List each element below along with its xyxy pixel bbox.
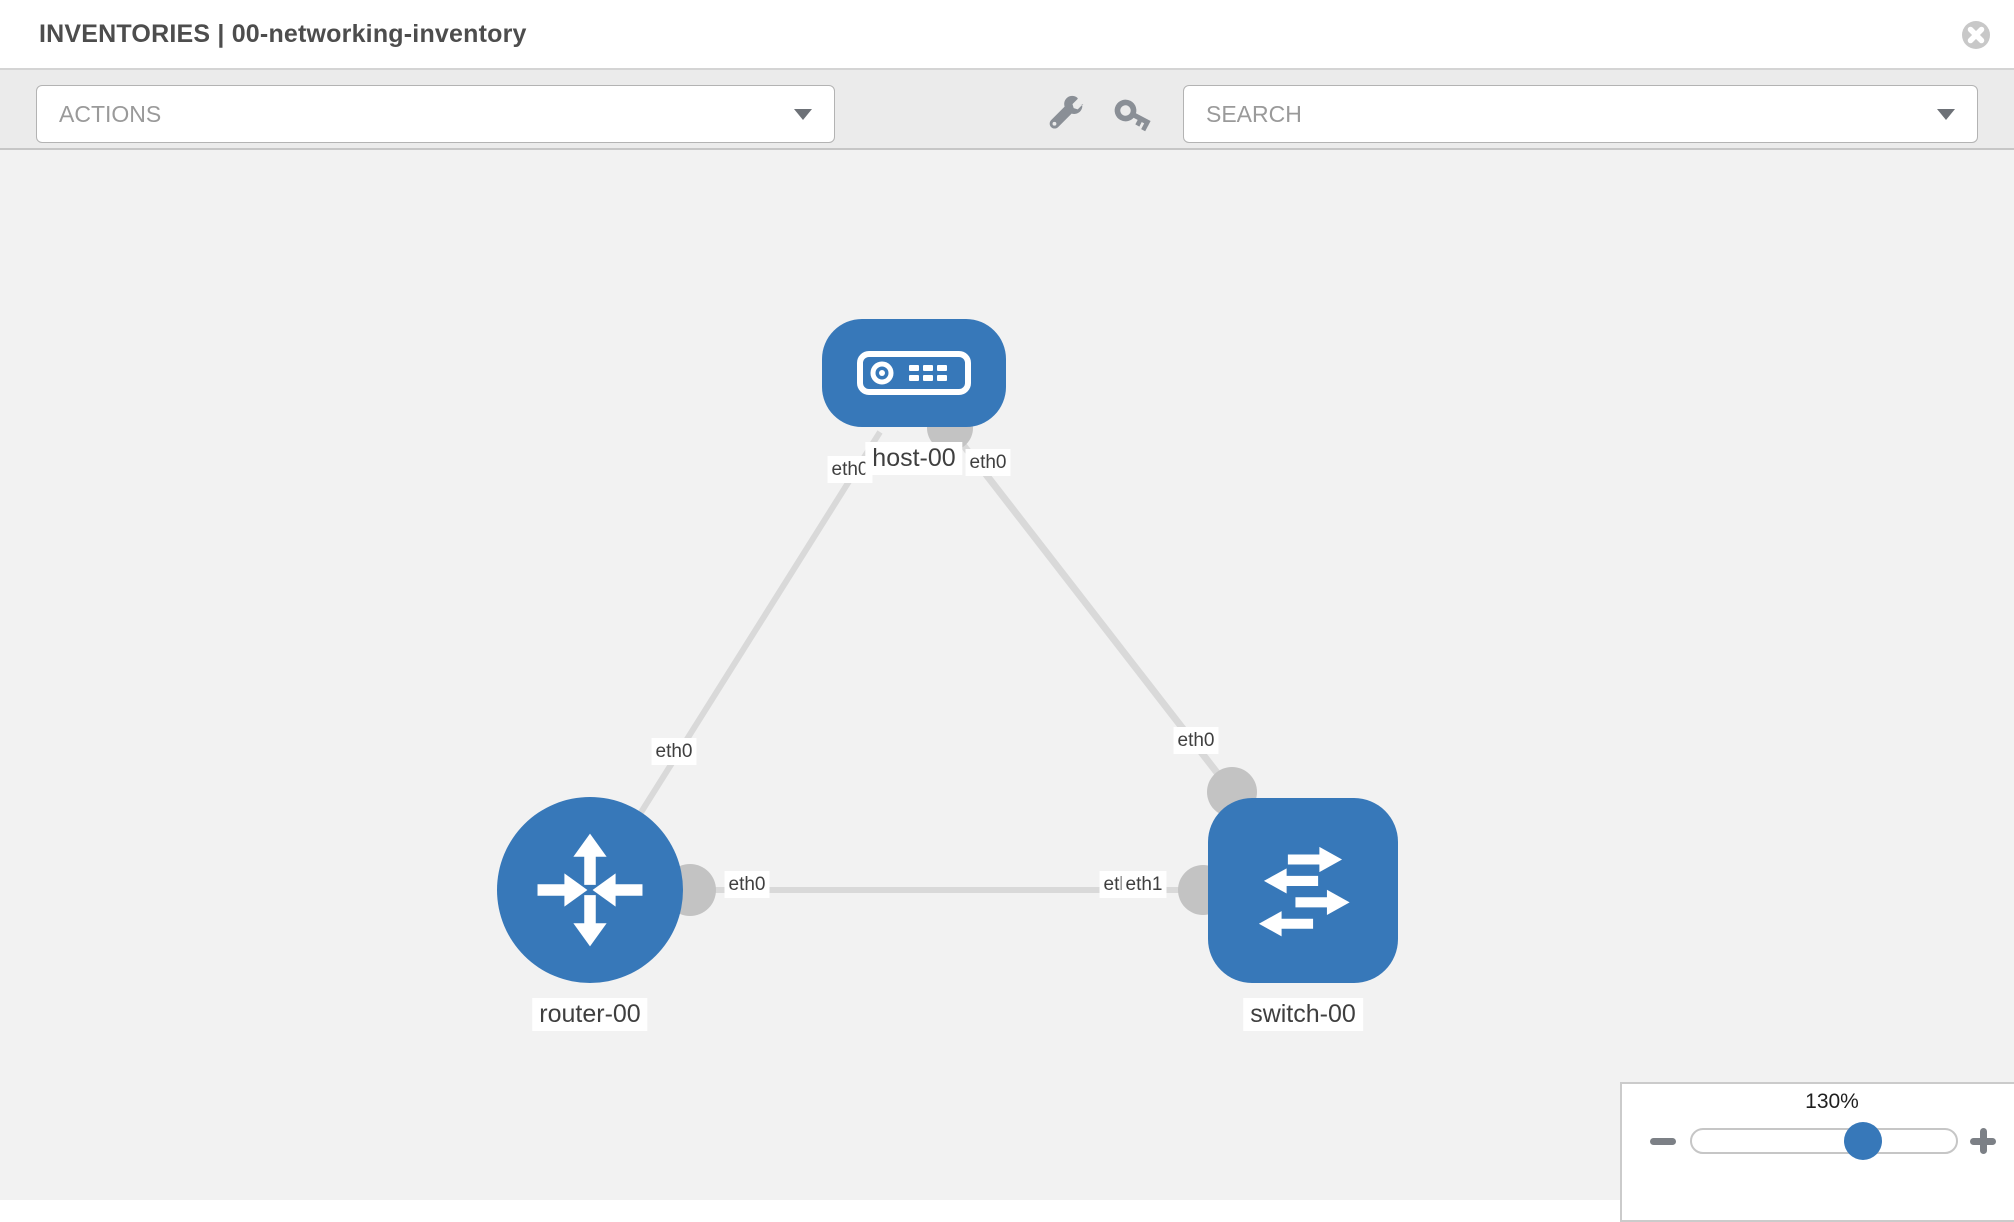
iface-label-switch-eth1: eth1 <box>1121 871 1167 898</box>
actions-dropdown-label: ACTIONS <box>59 100 162 127</box>
search-dropdown[interactable]: SEARCH <box>1183 85 1978 143</box>
node-label-host: host-00 <box>865 442 963 475</box>
zoom-panel: 130% <box>1620 1082 2014 1222</box>
zoom-slider-thumb[interactable] <box>1844 1122 1882 1160</box>
iface-label-router-eth0-top: eth0 <box>651 738 697 765</box>
iface-label-host-eth0-left: eth0 <box>827 456 873 483</box>
node-host-00[interactable] <box>822 319 1006 427</box>
zoom-out-button[interactable] <box>1646 1124 1680 1158</box>
header-bar: INVENTORIES | 00-networking-inventory <box>0 0 2014 70</box>
page-title: INVENTORIES | 00-networking-inventory <box>39 20 527 48</box>
zoom-in-button[interactable] <box>1966 1124 2000 1158</box>
chevron-down-icon <box>794 109 812 120</box>
minus-icon <box>1650 1138 1676 1145</box>
topology-canvas[interactable]: host-00 router-00 switch-00 eth0 eth0 et… <box>0 150 2014 1200</box>
close-button[interactable] <box>1961 20 1991 50</box>
iface-label-switch-eth0-top: eth0 <box>1173 727 1219 754</box>
iface-label-host-eth0-right: eth0 <box>965 449 1011 476</box>
link-host-router[interactable] <box>593 430 883 886</box>
node-label-router: router-00 <box>532 998 648 1031</box>
actions-dropdown[interactable]: ACTIONS <box>36 85 835 143</box>
chevron-down-icon <box>1937 109 1955 120</box>
zoom-slider-track[interactable] <box>1690 1128 1958 1154</box>
toolbar: ACTIONS SEARCH <box>0 70 2014 150</box>
node-router-00[interactable] <box>497 797 683 983</box>
router-arrows-icon <box>537 833 643 947</box>
plus-icon <box>1970 1128 1996 1154</box>
node-switch-00[interactable] <box>1208 798 1398 983</box>
node-label-switch: switch-00 <box>1243 998 1363 1031</box>
switch-arrows-icon <box>1258 846 1350 936</box>
server-icon <box>857 351 971 395</box>
close-icon <box>1962 21 1990 49</box>
tools-button[interactable] <box>1042 91 1090 139</box>
key-icon <box>1114 99 1151 132</box>
iface-label-router-eth0-mid: eth0 <box>724 871 770 898</box>
wrench-icon <box>1049 95 1084 129</box>
key-button[interactable] <box>1110 91 1158 139</box>
links-layer <box>593 405 1257 916</box>
zoom-level-value: 130% <box>1805 1090 1859 1113</box>
search-placeholder: SEARCH <box>1206 100 1302 127</box>
